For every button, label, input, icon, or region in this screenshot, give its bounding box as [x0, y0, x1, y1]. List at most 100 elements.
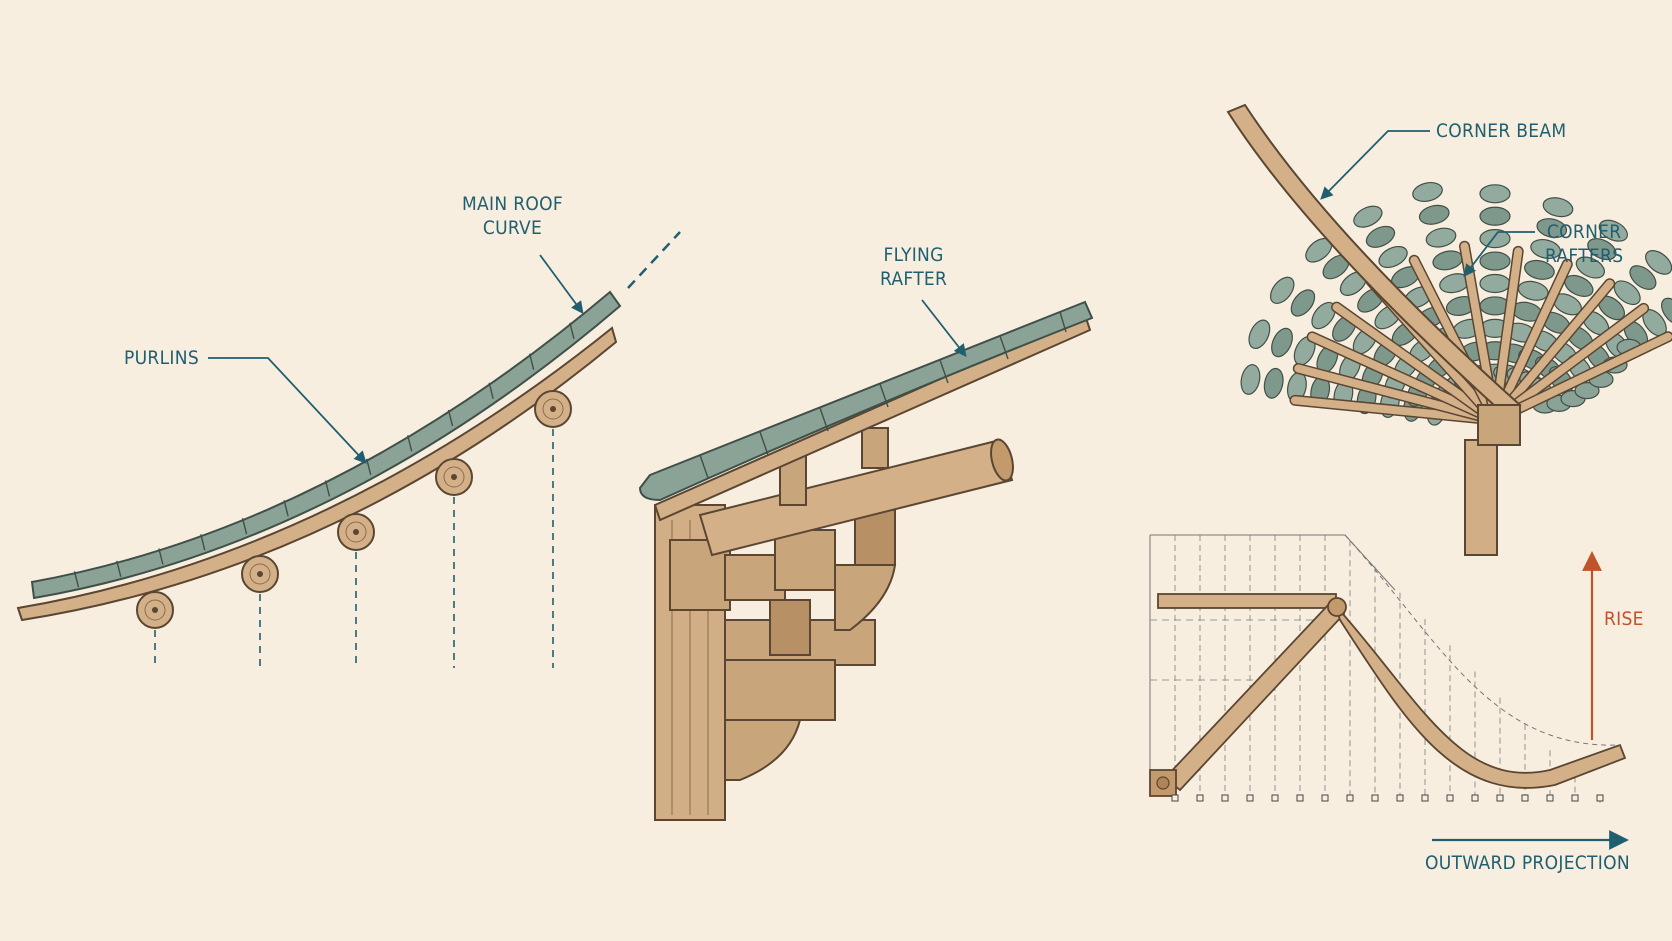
corner-beam-head [1477, 404, 1521, 446]
construction-grid [1149, 534, 1396, 780]
base-tick [1171, 794, 1179, 802]
purlin-ring [443, 466, 465, 488]
roof-board [16, 326, 618, 622]
roof-tile [1432, 250, 1464, 271]
corner-rafter [1491, 279, 1614, 424]
roof-tile [1425, 227, 1457, 248]
roof-tile [1365, 225, 1396, 248]
roof-tile [1479, 206, 1511, 226]
bracket-block [769, 599, 811, 656]
base-tick [1446, 794, 1454, 802]
base-tick [1346, 794, 1354, 802]
roof-tile [1378, 245, 1408, 269]
corner-rafter [1294, 364, 1499, 424]
roof-tile [1530, 239, 1561, 259]
roof-tile [1479, 229, 1511, 249]
tile-seam [488, 382, 494, 399]
purlin-core [550, 406, 556, 412]
leader-flying-rafter [921, 299, 967, 357]
base-tick [1371, 794, 1379, 802]
label-main-roof-curve: MAIN ROOF CURVE [462, 193, 564, 239]
roof-tile [1240, 364, 1261, 395]
diagonal-strut [1163, 601, 1346, 792]
roof-tile [1290, 289, 1316, 317]
joint-node [1327, 597, 1347, 617]
roof-tile [1574, 382, 1600, 400]
roof-tile [1613, 280, 1641, 306]
base-tick [1496, 794, 1504, 802]
leader-main-roof-curve [539, 254, 584, 315]
bracket-block [669, 539, 731, 611]
curved-rafter [1334, 604, 1627, 789]
corner-roof-panel [1226, 103, 1672, 556]
leader-corner-beam [1320, 130, 1430, 200]
roof-tile [1479, 273, 1511, 294]
roof-tile [1479, 251, 1511, 271]
tile-seam [407, 435, 413, 452]
roof-tile [1248, 319, 1271, 350]
base-tick [1321, 794, 1329, 802]
base-tick [1596, 794, 1604, 802]
purlins-group [136, 390, 572, 668]
roof-tile [1575, 256, 1605, 279]
roof-tile [1661, 297, 1672, 326]
leader-corner-rafters [1463, 231, 1535, 277]
base-tick [1221, 794, 1229, 802]
base-ticks [1171, 794, 1604, 802]
beam-end-grain [990, 438, 1014, 482]
corner-post [1464, 439, 1498, 556]
tile-seam [158, 548, 164, 565]
tile-seams [73, 322, 575, 588]
tile-seam [283, 500, 289, 517]
outer-profile-guide [1344, 534, 1621, 746]
roof-tile [1263, 367, 1284, 399]
roof-tile [1629, 265, 1657, 290]
grid-horizontals [1150, 619, 1330, 681]
roof-tile [1479, 184, 1511, 204]
roof-tile [1271, 327, 1293, 358]
corner-rafter [1308, 332, 1499, 424]
flying-rafter-beam [698, 438, 1014, 557]
corner-rafter [1332, 303, 1499, 424]
purlin-core [152, 607, 158, 613]
tile-seam [116, 560, 122, 578]
leader-purlins [208, 357, 367, 464]
purlin-ring [345, 521, 367, 543]
tile-seam [324, 480, 331, 497]
corner-rafter [1491, 332, 1672, 424]
tile-seam [73, 571, 80, 588]
base-tick [1246, 794, 1254, 802]
purlin-core [257, 571, 263, 577]
roof-tile-strip [30, 290, 622, 600]
roof-tile [1598, 219, 1629, 242]
roof-tile [1587, 238, 1617, 261]
base-tick [1396, 794, 1404, 802]
base-tick [1196, 794, 1204, 802]
tile-seam [200, 534, 206, 551]
roof-tile [1542, 197, 1574, 218]
label-rise: RISE [1604, 608, 1644, 630]
roof-tile [1524, 259, 1555, 280]
purlin-ring [144, 599, 166, 621]
tile-seam [241, 518, 248, 535]
label-flying-rafter: FLYING RAFTER [880, 244, 948, 290]
roof-tile [1353, 205, 1383, 228]
tile-seams [699, 311, 1067, 479]
base-tick [1296, 794, 1304, 802]
tile-seam [447, 409, 454, 427]
bracket-arm [724, 659, 836, 721]
label-corner-rafters: CORNER RAFTERS [1545, 221, 1624, 267]
roof-tile [1645, 250, 1672, 275]
roof-tile [1412, 182, 1443, 202]
corner-rafter [1491, 304, 1648, 424]
base-peg [1156, 776, 1170, 790]
roof-tile-strip [638, 300, 1094, 502]
tile-seam [366, 458, 372, 476]
roof-tile [1269, 276, 1295, 304]
roof-tile [1418, 204, 1450, 225]
roof-curve-extension-line [627, 231, 681, 289]
base-tick [1271, 794, 1279, 802]
base-tick [1421, 794, 1429, 802]
